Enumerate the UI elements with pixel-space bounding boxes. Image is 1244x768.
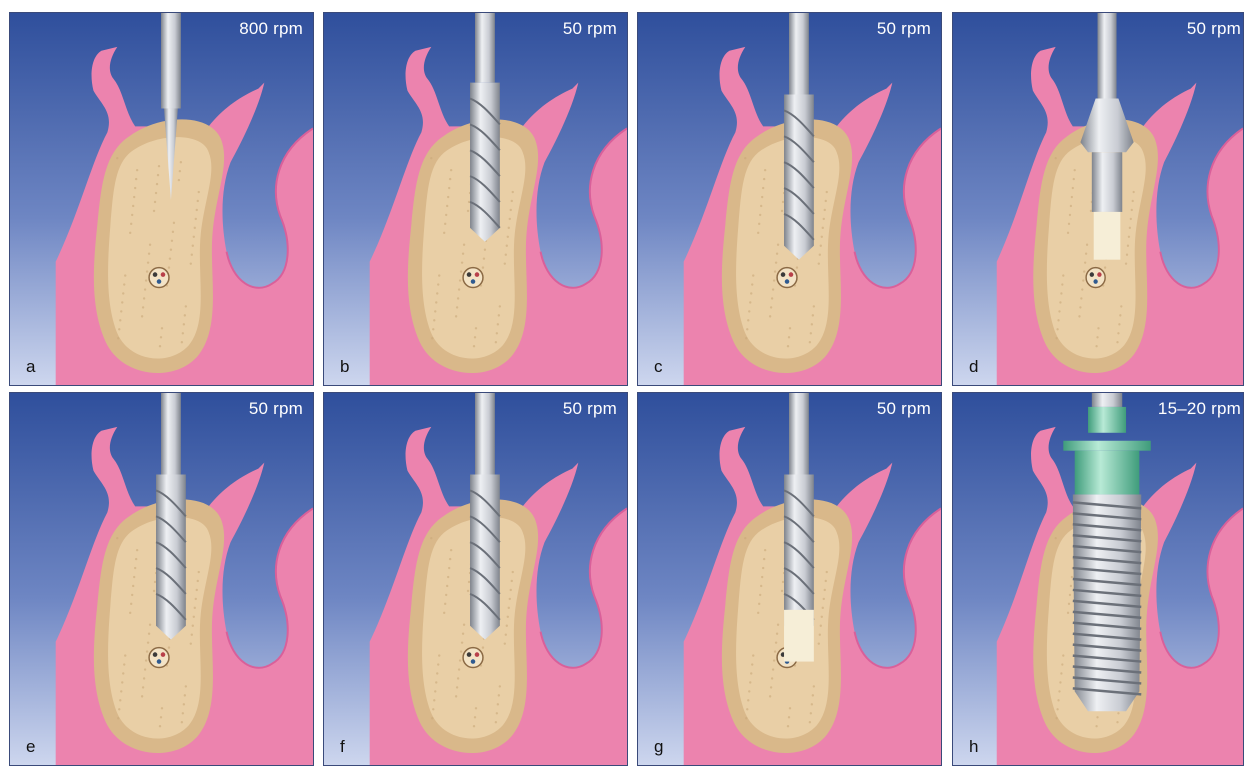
twist-drill-body: [470, 83, 500, 242]
drill-shank: [161, 393, 181, 475]
drilling-illustration-g: [638, 393, 941, 765]
implant-mount: [1075, 451, 1140, 495]
drill-shank: [475, 393, 495, 475]
panel-letter: g: [654, 737, 663, 757]
rpm-label: 800 rpm: [239, 19, 303, 39]
hex-nut: [1088, 407, 1126, 433]
panel-letter: c: [654, 357, 663, 377]
drilling-illustration-a: [10, 13, 313, 385]
rpm-label: 50 rpm: [1187, 19, 1241, 39]
osteotomy-channel: [784, 610, 814, 662]
drill-shank: [789, 393, 809, 475]
nerve-canal: [149, 268, 169, 288]
rpm-label: 50 rpm: [877, 399, 931, 419]
panel-letter: f: [340, 737, 345, 757]
nerve-canal: [149, 648, 169, 668]
drilling-illustration-d: [953, 13, 1243, 385]
osteotomy-channel: [1094, 212, 1121, 260]
mount-flange: [1063, 441, 1150, 451]
countersink-body: [1092, 152, 1122, 212]
rpm-label: 15–20 rpm: [1158, 399, 1241, 419]
drill-shank: [789, 13, 809, 95]
drill-shank: [475, 13, 495, 83]
panel-letter: a: [26, 357, 35, 377]
rpm-label: 50 rpm: [563, 19, 617, 39]
drill-shank: [1098, 13, 1117, 99]
nerve-canal: [463, 268, 483, 288]
drilling-illustration-f: [324, 393, 627, 765]
panel-e: 50 rpm e: [9, 392, 314, 766]
rpm-label: 50 rpm: [249, 399, 303, 419]
rpm-label: 50 rpm: [563, 399, 617, 419]
drilling-illustration-h: [953, 393, 1243, 765]
panel-c: 50 rpm c: [637, 12, 942, 386]
nerve-canal: [463, 648, 483, 668]
panel-h: 15–20 rpm h: [952, 392, 1244, 766]
panel-d: 50 rpm d: [952, 12, 1244, 386]
bone-marrow: [108, 137, 211, 358]
panel-g: 50 rpm g: [637, 392, 942, 766]
panel-f: 50 rpm f: [323, 392, 628, 766]
panel-letter: d: [969, 357, 978, 377]
panel-b: 50 rpm b: [323, 12, 628, 386]
drilling-illustration-c: [638, 13, 941, 385]
panel-letter: b: [340, 357, 349, 377]
panel-letter: e: [26, 737, 35, 757]
driver-shaft: [1092, 393, 1122, 407]
drilling-illustration-b: [324, 13, 627, 385]
rpm-label: 50 rpm: [877, 19, 931, 39]
panel-a: 800 rpm a: [9, 12, 314, 386]
drill-shank: [161, 13, 181, 108]
panel-letter: h: [969, 737, 978, 757]
nerve-canal: [777, 268, 797, 288]
nerve-canal: [1086, 268, 1105, 288]
drilling-illustration-e: [10, 393, 313, 765]
